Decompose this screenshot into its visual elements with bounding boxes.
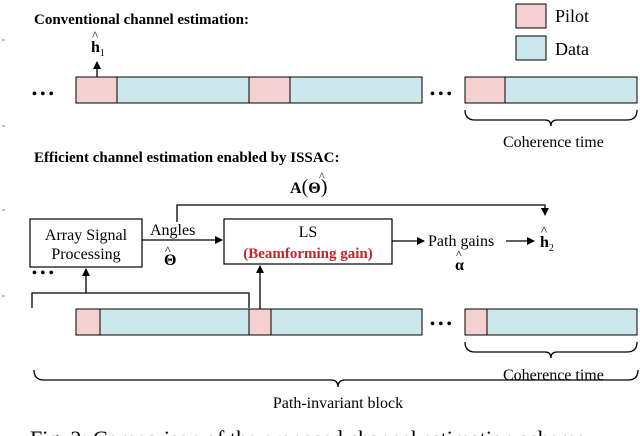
efficient-title: Efficient channel estimation enabled by …	[34, 150, 339, 166]
h1-hat-accent: ^	[92, 28, 98, 43]
legend-pilot-label: Pilot	[555, 6, 589, 26]
eff-data-2	[270, 308, 423, 336]
eff-pilot-3	[464, 308, 488, 336]
array-block-line2: Processing	[51, 246, 120, 263]
efficient-ellipsis-right: • • •	[430, 317, 452, 332]
array-signal-processing-block	[29, 218, 143, 268]
path-gains-label: Path gains	[428, 233, 494, 250]
legend-data-label: Data	[555, 39, 589, 59]
path-invariant-label: Path-invariant block	[273, 395, 403, 412]
ls-block	[223, 218, 393, 265]
conv-coherence-brace	[464, 109, 638, 127]
beamforming-gain-label: (Beamforming gain)	[243, 246, 373, 262]
conventional-ellipsis-left: • • •	[32, 87, 54, 102]
eff-pilot-2	[248, 308, 272, 336]
conventional-ellipsis-right: • • •	[430, 87, 452, 102]
alpha-hat-label: α	[455, 257, 464, 274]
conv-pilot-2	[248, 76, 291, 104]
h1-hat-label: h1	[91, 39, 105, 59]
figure-caption: Fig. 2: Comparison of the proposed chann…	[30, 426, 585, 436]
h2-hat-label: h2	[540, 234, 554, 254]
legend-pilot-swatch	[515, 3, 547, 29]
h2-hat-accent: ^	[541, 223, 547, 238]
conventional-title: Conventional channel estimation:	[34, 12, 249, 28]
theta-hat-label: Θ	[164, 252, 176, 269]
conv-data-1	[116, 76, 250, 104]
conv-pilot-1	[75, 76, 118, 104]
conv-data-3	[504, 76, 638, 104]
eff-data-1	[99, 308, 250, 336]
legend-data-swatch	[515, 35, 547, 61]
conv-pilot-3	[464, 76, 506, 104]
conv-data-2	[289, 76, 423, 104]
conv-coherence-label: Coherence time	[503, 134, 604, 151]
angles-to-h2-line	[176, 204, 549, 222]
a-theta-accent: ^	[319, 169, 325, 183]
eff-coherence-label: Coherence time	[503, 367, 604, 384]
path-invariant-brace	[33, 369, 639, 388]
a-theta-label: A(Θ)	[290, 176, 327, 198]
angles-label: Angles	[150, 222, 195, 239]
pilot-collect-bracket	[31, 292, 250, 308]
eff-coherence-brace	[464, 341, 638, 359]
eff-data-3	[486, 308, 638, 336]
array-block-line1: Array Signal	[45, 227, 128, 244]
theta-hat-accent: ^	[165, 243, 171, 257]
alpha-hat-accent: ^	[456, 247, 462, 261]
ls-label: LS	[299, 224, 318, 241]
eff-pilot-1	[75, 308, 101, 336]
efficient-ellipsis-left: • • •	[32, 266, 54, 281]
